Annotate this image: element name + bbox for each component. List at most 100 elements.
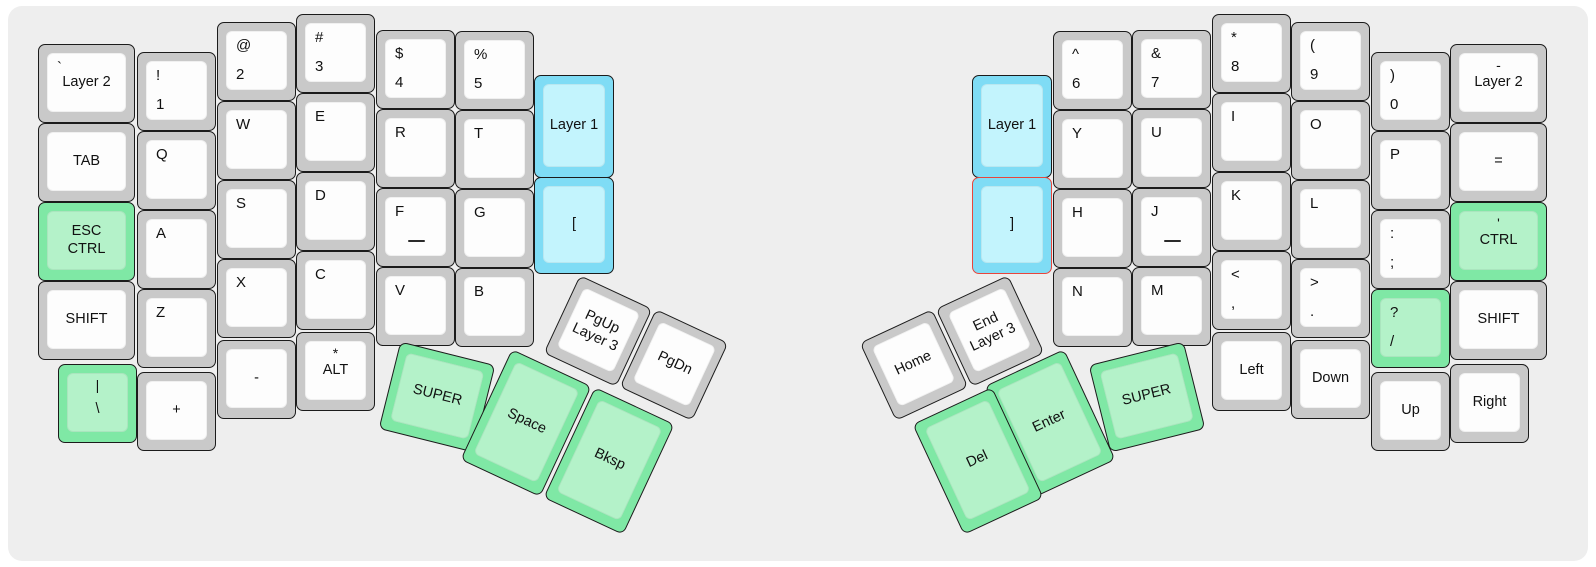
- key-index-r1[interactable]: &7: [1132, 30, 1211, 109]
- key-up-arrow[interactable]: Up: [1371, 372, 1450, 451]
- key-middle-r3[interactable]: K: [1212, 172, 1291, 251]
- key-legend-upper: ): [1390, 67, 1395, 84]
- key-legend-upper: G: [474, 204, 486, 221]
- key-ring-r1[interactable]: @2: [217, 22, 296, 101]
- key-middle-r4[interactable]: <,: [1212, 251, 1291, 330]
- key-legend-upper: &: [1151, 45, 1162, 62]
- keycap: Down: [1300, 349, 1361, 408]
- key-index-r4[interactable]: M: [1132, 267, 1211, 346]
- key-plus[interactable]: +: [137, 372, 216, 451]
- key-pinky-r4[interactable]: Z: [137, 289, 216, 368]
- key-ring-r4[interactable]: X: [217, 259, 296, 338]
- key-middle-r2[interactable]: I: [1212, 93, 1291, 172]
- key-pinky-r2[interactable]: Q: [137, 131, 216, 210]
- keycap: Up: [1380, 381, 1441, 440]
- key-minus[interactable]: -: [217, 340, 296, 419]
- key-right-arrow[interactable]: Right: [1450, 364, 1529, 443]
- keycap: <,: [1221, 260, 1282, 319]
- key-index-r1[interactable]: $4: [376, 30, 455, 109]
- key-index-r2[interactable]: U: [1132, 109, 1211, 188]
- key-legend-lower: 6: [1072, 75, 1081, 93]
- key-ring-r4[interactable]: >.: [1291, 259, 1370, 338]
- key-pinky-outer-r4[interactable]: SHIFT: [38, 281, 135, 360]
- key-layer-1[interactable]: Layer 1: [972, 75, 1052, 178]
- keycap: =: [1459, 132, 1538, 191]
- key-index-r4[interactable]: V: [376, 267, 455, 346]
- key-pipe-backslash[interactable]: |\: [58, 364, 137, 443]
- key-ring-r2[interactable]: O: [1291, 101, 1370, 180]
- key-legend-main: Layer 1: [549, 116, 599, 133]
- key-legend-upper: (: [1310, 37, 1315, 54]
- key-middle-r1[interactable]: #3: [296, 14, 375, 93]
- key-legend-upper: |: [95, 377, 100, 393]
- key-middle-r1[interactable]: *8: [1212, 14, 1291, 93]
- key-ring-r1[interactable]: (9: [1291, 22, 1370, 101]
- key-ring-r3[interactable]: S: [217, 180, 296, 259]
- key-left-arrow[interactable]: Left: [1212, 332, 1291, 411]
- keycap: SUPER: [1099, 352, 1195, 440]
- key-index-inner-r2[interactable]: Y: [1053, 110, 1132, 189]
- key-pinky-r1[interactable]: !1: [137, 52, 216, 131]
- keycap: TAB: [47, 132, 126, 191]
- key-index-inner-r1[interactable]: %5: [455, 31, 534, 110]
- keycap: Q: [146, 140, 207, 199]
- key-ring-r3[interactable]: L: [1291, 180, 1370, 259]
- key-legend-upper: J: [1151, 203, 1159, 220]
- keycap: Left: [1221, 341, 1282, 400]
- key-pinky-r3[interactable]: A: [137, 210, 216, 289]
- keycap: T: [464, 119, 525, 178]
- key-index-inner-r2[interactable]: T: [455, 110, 534, 189]
- key-pinky-outer-r4[interactable]: SHIFT: [1450, 281, 1547, 360]
- key-layer-1[interactable]: Layer 1: [534, 75, 614, 178]
- key-index-r3[interactable]: J: [1132, 188, 1211, 267]
- key-ring-r2[interactable]: W: [217, 101, 296, 180]
- keycap: S: [226, 189, 287, 248]
- key-index-inner-r3[interactable]: G: [455, 189, 534, 268]
- key-middle-r4[interactable]: C: [296, 251, 375, 330]
- keycap: ESC CTRL: [47, 211, 126, 270]
- key-legend-main: Bksp: [591, 445, 628, 474]
- key-index-r2[interactable]: R: [376, 109, 455, 188]
- key-middle-r2[interactable]: E: [296, 93, 375, 172]
- key-legend-upper: S: [236, 195, 247, 212]
- keycap: :;: [1380, 219, 1441, 278]
- key-legend-upper: X: [236, 274, 247, 291]
- keycap: F: [385, 197, 446, 256]
- key-legend-upper: I: [1231, 108, 1236, 125]
- keycap: End Layer 3: [947, 287, 1032, 374]
- key-pinky-outer-r3[interactable]: ESC CTRL: [38, 202, 135, 281]
- key-pinky-outer-r1[interactable]: Layer 2`: [38, 44, 135, 123]
- key-legend-upper: Y: [1072, 125, 1083, 142]
- key-pinky-outer-r1[interactable]: -Layer 2: [1450, 44, 1547, 123]
- key-index-inner-r4[interactable]: N: [1053, 268, 1132, 347]
- key-index-inner-r1[interactable]: ^6: [1053, 31, 1132, 110]
- key-index-inner-r3[interactable]: H: [1053, 189, 1132, 268]
- key-pinky-outer-r3[interactable]: 'CTRL: [1450, 202, 1547, 281]
- key-legend-main: Home: [892, 348, 935, 380]
- key-legend-lower: 4: [395, 74, 404, 92]
- keycap: -Layer 2: [1459, 53, 1538, 112]
- keycap: )0: [1380, 61, 1441, 120]
- key-alt[interactable]: *ALT: [296, 332, 375, 411]
- key-legend-main: ALT: [322, 361, 349, 378]
- key-super[interactable]: SUPER: [1088, 341, 1206, 453]
- key-pinky-outer-r2[interactable]: TAB: [38, 123, 135, 202]
- key-pinky-r1[interactable]: )0: [1371, 52, 1450, 131]
- key-index-inner-r4[interactable]: B: [455, 268, 534, 347]
- key-pinky-r2[interactable]: P: [1371, 131, 1450, 210]
- keycap: B: [464, 277, 525, 336]
- key-pinky-outer-r2[interactable]: =: [1450, 123, 1547, 202]
- key-legend-upper: V: [395, 282, 406, 299]
- key-middle-r3[interactable]: D: [296, 172, 375, 251]
- key-legend-main: ]: [1009, 215, 1015, 232]
- key-index-r3[interactable]: F: [376, 188, 455, 267]
- key-legend-main: Right: [1472, 393, 1507, 410]
- key-bracket-left[interactable]: [: [534, 177, 614, 274]
- key-legend-lower: .: [1310, 303, 1315, 321]
- key-pinky-r4[interactable]: ?/: [1371, 289, 1450, 368]
- key-down-arrow[interactable]: Down: [1291, 340, 1370, 419]
- key-bracket-right[interactable]: ]: [972, 177, 1052, 274]
- key-pinky-r3[interactable]: :;: [1371, 210, 1450, 289]
